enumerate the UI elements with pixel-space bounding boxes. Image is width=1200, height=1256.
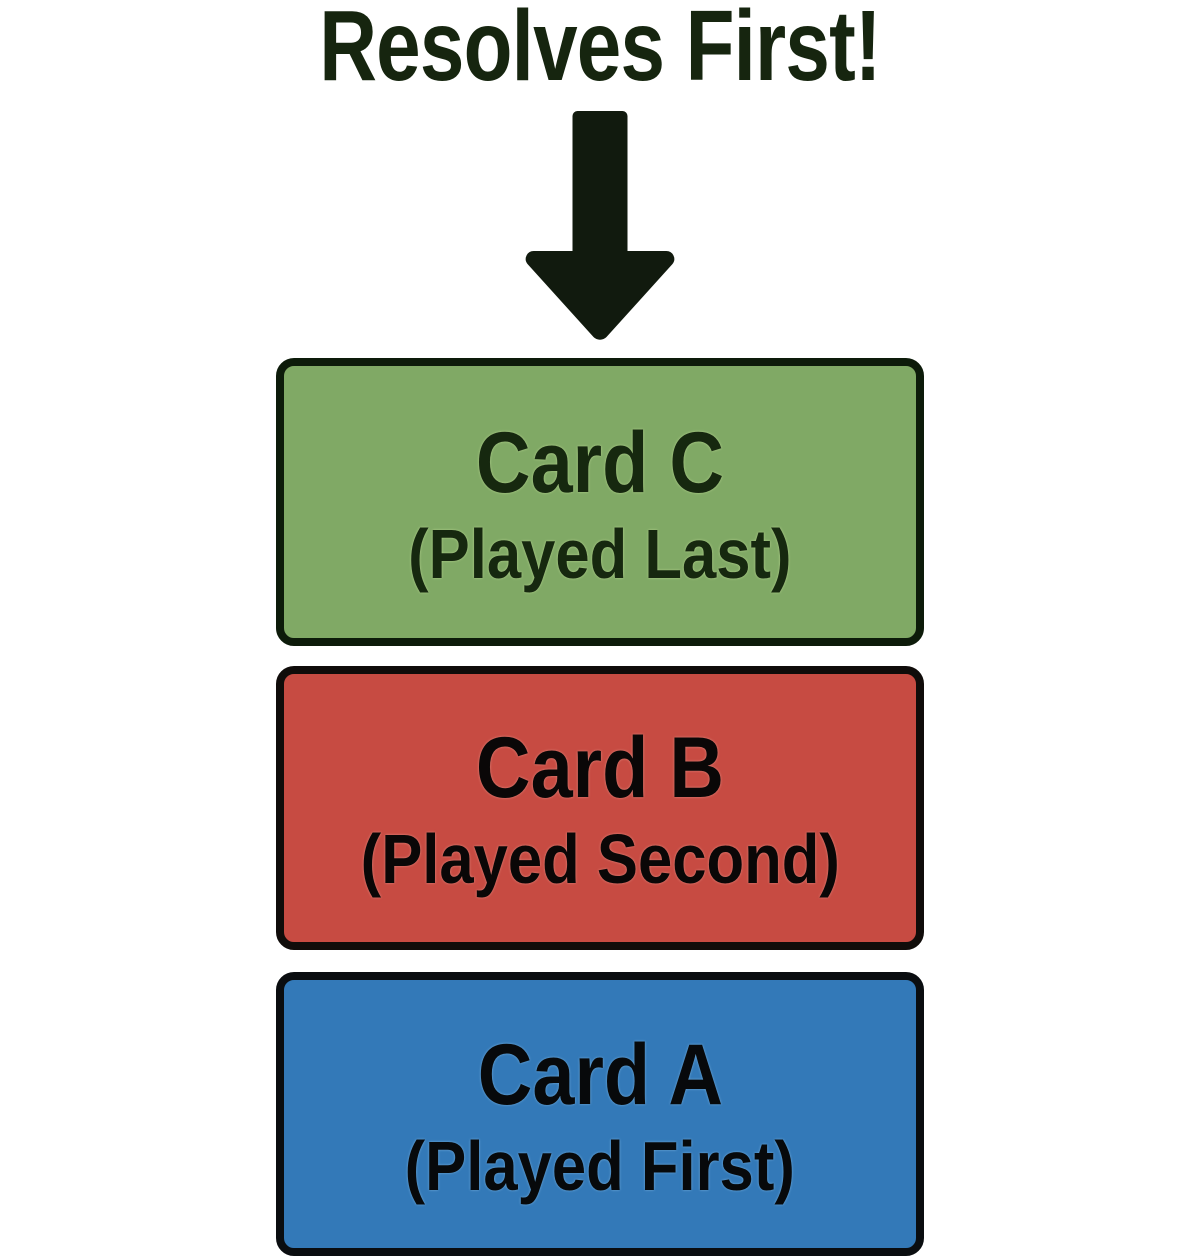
card-b[interactable]: Card B (Played Second) — [276, 666, 924, 950]
card-a-sublabel: (Played First) — [404, 1127, 796, 1205]
card-b-sublabel: (Played Second) — [360, 820, 840, 898]
card-b-label: Card B — [475, 720, 725, 816]
down-arrow-icon — [520, 108, 680, 346]
page-title: Resolves First! — [319, 0, 881, 102]
card-c-sublabel: (Played Last) — [408, 515, 792, 593]
card-c-label: Card C — [475, 415, 725, 511]
card-a[interactable]: Card A (Played First) — [276, 972, 924, 1256]
card-c[interactable]: Card C (Played Last) — [276, 358, 924, 646]
down-arrow-glyph — [525, 111, 675, 340]
diagram-canvas: Resolves First! Card C (Played Last) Car… — [276, 0, 924, 1256]
card-a-label: Card A — [477, 1027, 723, 1123]
arrow-path — [525, 111, 675, 340]
